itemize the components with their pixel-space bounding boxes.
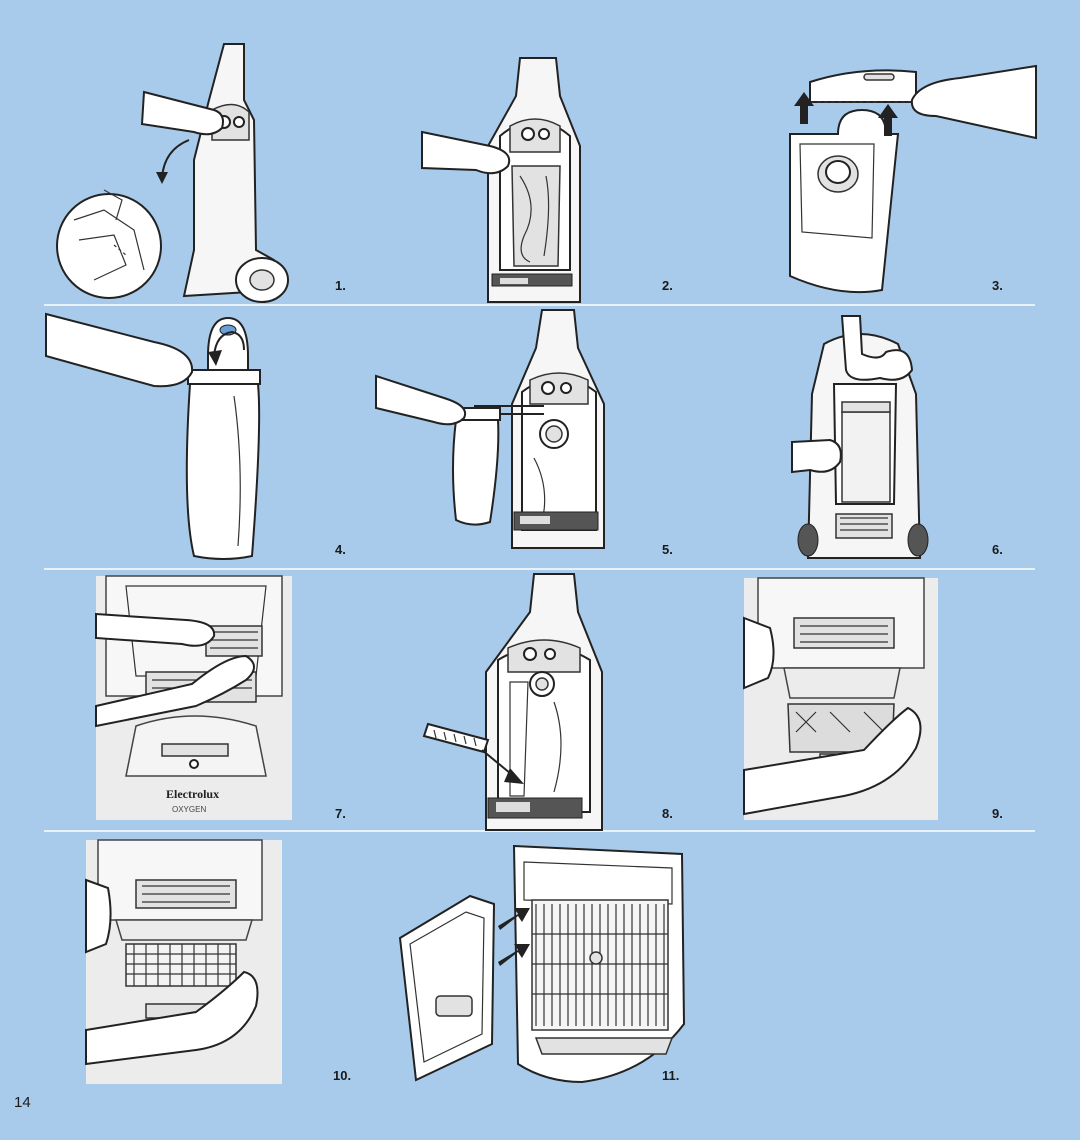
step-2-label: 2. (662, 278, 673, 293)
step-11-illustration (396, 844, 690, 1088)
step-9-label: 9. (992, 806, 1003, 821)
step-3-label: 3. (992, 278, 1003, 293)
page-number: 14 (14, 1094, 31, 1111)
step-10-illustration (85, 839, 282, 1084)
row-divider-2 (44, 568, 1035, 570)
step-1-illustration (44, 40, 314, 303)
brand-model-text: OXYGEN (172, 805, 206, 814)
row-divider-1 (44, 304, 1035, 306)
step-7-label: 7. (335, 806, 346, 821)
step-4-label: 4. (335, 542, 346, 557)
step-5-illustration (374, 308, 605, 549)
step-6-illustration (790, 314, 936, 559)
step-2-illustration (420, 56, 590, 303)
step-4-illustration (44, 306, 284, 568)
step-7-illustration: Electrolux OXYGEN (95, 575, 292, 820)
step-11-label: 11. (662, 1068, 680, 1083)
step-8-illustration (422, 572, 604, 831)
electrolux-logo-7: Electrolux OXYGEN (166, 787, 219, 814)
step-10-label: 10. (333, 1068, 352, 1083)
brand-logo-text: Electrolux (166, 787, 219, 801)
step-6-label: 6. (992, 542, 1003, 557)
step-5-label: 5. (662, 542, 673, 557)
step-3-illustration (780, 62, 1037, 294)
step-8-label: 8. (662, 806, 673, 821)
step-9-illustration (743, 577, 938, 820)
step-1-label: 1. (335, 278, 346, 293)
